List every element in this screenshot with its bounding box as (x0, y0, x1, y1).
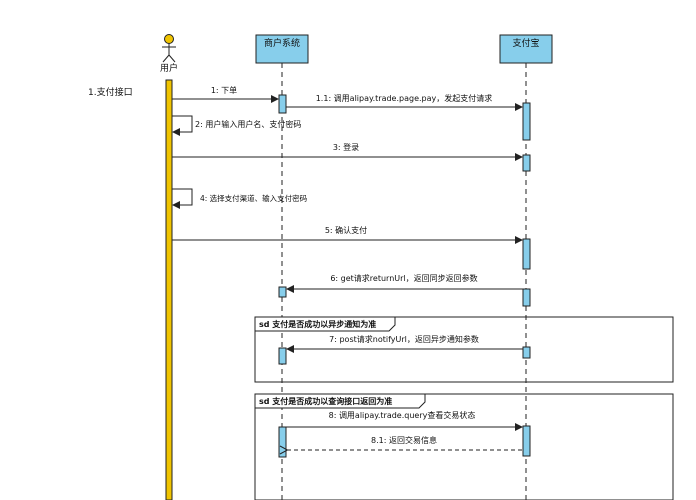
lane-label-merchant: 商户系统 (264, 37, 300, 49)
message-label-8-1: 8.1: 返回交易信息 (371, 435, 437, 445)
alipay-activation-6 (522, 288, 531, 307)
alipay-activation-7 (522, 346, 531, 359)
merchant-activation-8 (278, 426, 287, 458)
alipay-activation-1 (522, 102, 531, 141)
scenario-label: 1.支付接口 (88, 86, 133, 98)
lane-label-alipay: 支付宝 (512, 37, 539, 49)
lane-header-merchant: 商户系统 (255, 34, 309, 64)
message-arrow-2 (172, 115, 193, 136)
alipay-activation-3 (522, 154, 531, 172)
message-label-7: 7: post请求notifyUrl，返回异步通知参数 (329, 334, 479, 344)
message-arrow-4 (172, 188, 193, 209)
actor-label: 用户 (160, 62, 178, 74)
fragment-async-notify: sd 支付是否成功以异步通知为准 (254, 316, 674, 383)
message-label-1: 1: 下单 (211, 85, 237, 95)
alipay-activation-8 (522, 425, 531, 457)
message-label-6: 6: get请求returnUrl，返回同步返回参数 (330, 273, 477, 283)
lane-header-alipay: 支付宝 (499, 34, 553, 64)
message-label-5: 5: 确认支付 (325, 225, 367, 235)
message-label-8: 8: 调用alipay.trade.query查看交易状态 (329, 410, 476, 420)
message-label-2: 2: 用户输入用户名、支付密码 (195, 119, 301, 129)
message-label-4: 4: 选择支付渠道、输入支付密码 (200, 193, 308, 203)
merchant-activation-6 (278, 286, 287, 298)
fragment-label-async: sd 支付是否成功以异步通知为准 (259, 319, 376, 329)
user-actor-icon (162, 34, 176, 63)
message-label-3: 3: 登录 (333, 142, 359, 152)
fragment-label-query: sd 支付是否成功以查询接口返回为准 (259, 396, 392, 406)
merchant-activation-7 (278, 347, 287, 365)
actor-activation-bar (165, 79, 173, 500)
message-label-1-1: 1.1: 调用alipay.trade.page.pay，发起支付请求 (316, 93, 493, 103)
alipay-activation-5 (522, 238, 531, 270)
merchant-activation-1 (278, 94, 287, 114)
fragment-query-api: sd 支付是否成功以查询接口返回为准 (254, 393, 674, 500)
